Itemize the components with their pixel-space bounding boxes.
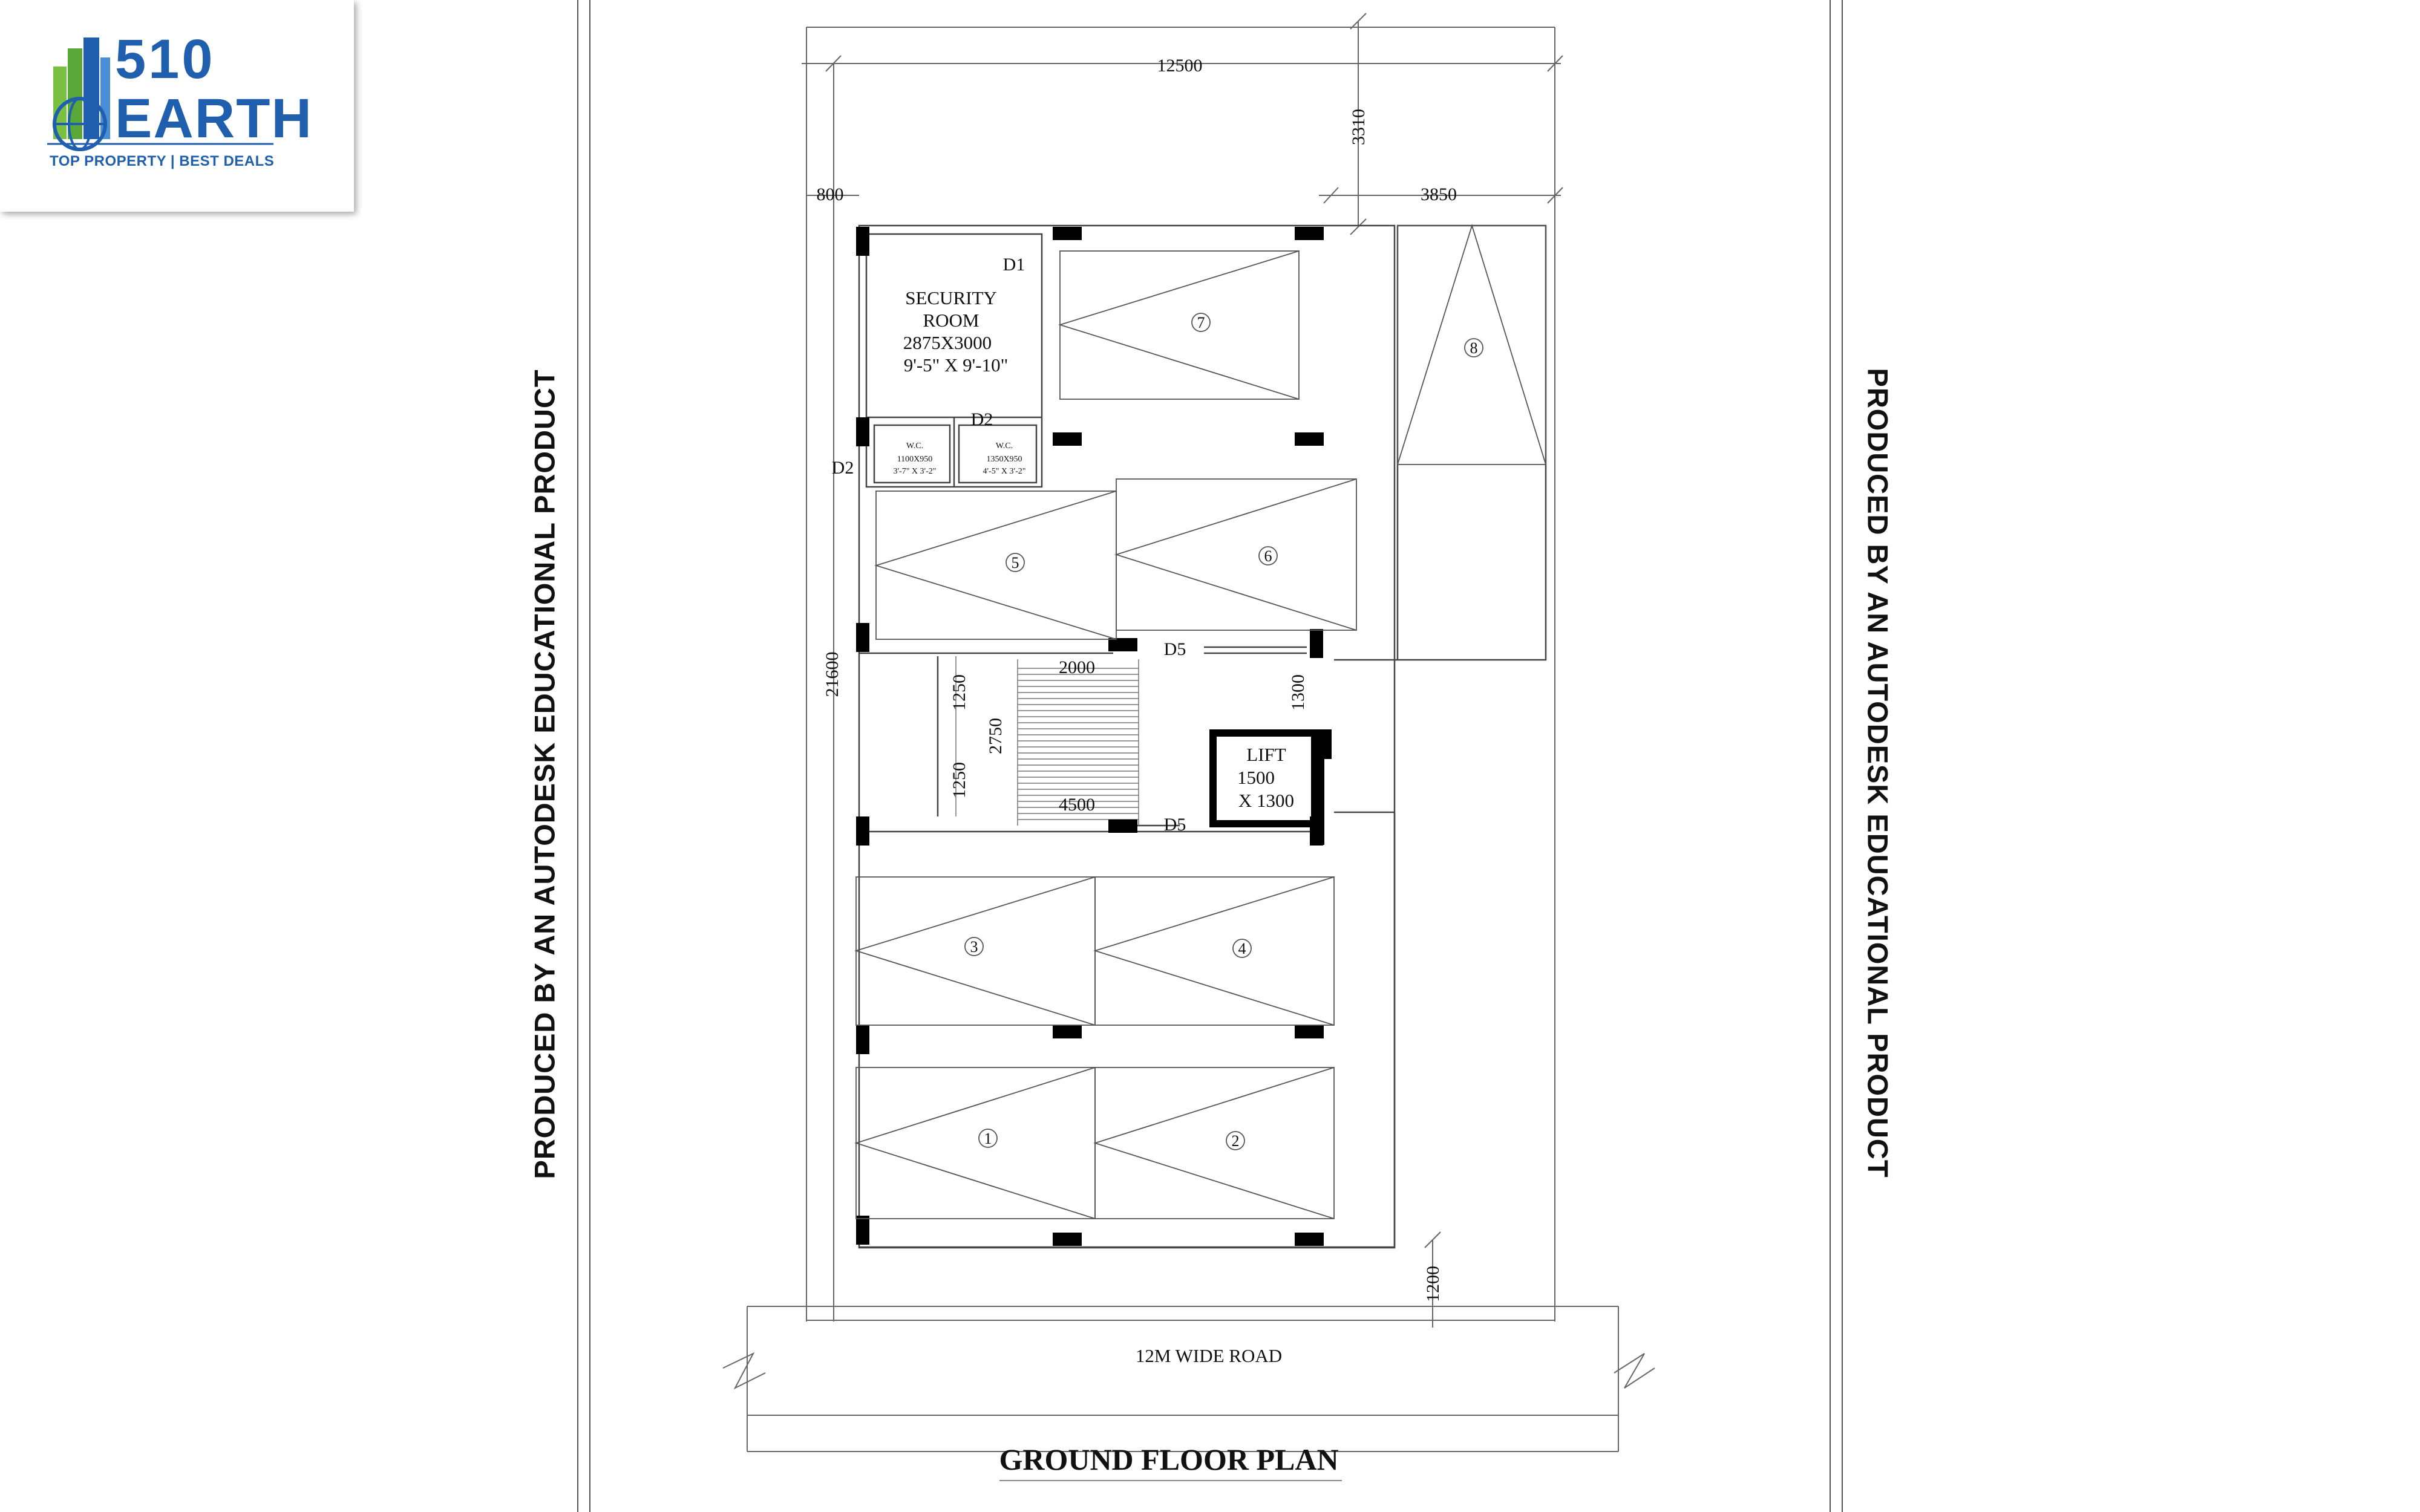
- parking-number-4: 4: [1238, 940, 1246, 957]
- wc2-imperial: 4'-5" X 3'-2": [983, 467, 1026, 476]
- door-d2-left: D2: [832, 458, 854, 478]
- brand-number: 510: [115, 28, 215, 90]
- parking-bay-7: [1058, 250, 1300, 400]
- dim-tick: [1350, 218, 1367, 235]
- parking-bay-8: [1397, 223, 1546, 465]
- dim-right-setback: 3850: [1421, 184, 1457, 204]
- door-d1: D1: [1003, 255, 1025, 275]
- parking-bay-2: [1093, 1067, 1335, 1219]
- wc1-size: 1100X950: [897, 455, 933, 464]
- dim-lift-gap: 1300: [1288, 674, 1308, 711]
- door-d5-top: D5: [1164, 639, 1186, 659]
- dim-stair-flight-b: 1250: [949, 762, 969, 798]
- brand-tagline: TOP PROPERTY | BEST DEALS: [50, 153, 275, 169]
- parking-bay-4: [1093, 876, 1335, 1026]
- wc1-imperial: 3'-7" X 3'-2": [894, 467, 937, 476]
- parking-number-7: 7: [1197, 314, 1205, 331]
- lift-label: LIFT: [1246, 744, 1286, 765]
- wc1-wall: [873, 424, 951, 484]
- wc2-wall: [958, 424, 1038, 484]
- lift-size-1: 1500: [1237, 767, 1275, 788]
- lift-size-2: X 1300: [1238, 790, 1294, 811]
- dim-stair-width: 2000: [1059, 657, 1095, 677]
- lift-shaft: [1209, 729, 1334, 845]
- dim-stair-flight-a: 1250: [949, 674, 969, 711]
- dim-road-setback: 1200: [1423, 1266, 1443, 1302]
- wc2-label: W.C.: [996, 442, 1013, 451]
- parking-number-5: 5: [1012, 554, 1019, 572]
- parking-number-3: 3: [970, 938, 978, 956]
- security-room-imperial: 9'-5" X 9'-10": [904, 354, 1009, 376]
- door-d2-top: D2: [971, 409, 993, 429]
- dim-overall-width: 12500: [1157, 56, 1203, 76]
- logo-card: 510 EARTH TOP PROPERTY | BEST DEALS: [0, 0, 354, 212]
- security-room-size: 2875X3000: [903, 332, 992, 353]
- road-label: 12M WIDE ROAD: [1136, 1345, 1282, 1366]
- parking-number-2: 2: [1232, 1132, 1240, 1150]
- road-break-right: [1614, 1353, 1655, 1389]
- road-break-left: [722, 1352, 766, 1390]
- parking-bay-1: [854, 1067, 1096, 1219]
- dim-left-setback: 800: [817, 184, 844, 204]
- parking-bay-5: [874, 490, 1117, 640]
- dim-tick: [1323, 187, 1339, 204]
- wc1-label: W.C.: [906, 442, 923, 451]
- parking-number-6: 6: [1264, 547, 1272, 565]
- dim-tick: [1424, 1231, 1441, 1248]
- dim-stair-length: 4500: [1059, 795, 1095, 815]
- wc2-size: 1350X950: [986, 455, 1022, 464]
- brand-word: EARTH: [115, 88, 313, 149]
- plan-title: GROUND FLOOR PLAN: [999, 1442, 1338, 1476]
- dim-front-setback: 3310: [1349, 109, 1369, 145]
- dim-tick: [1350, 13, 1367, 30]
- security-room-label-1: SECURITY: [905, 287, 997, 308]
- security-room-label-2: ROOM: [923, 310, 979, 331]
- dim-overall-depth: 21600: [822, 652, 842, 697]
- door-d5-bottom: D5: [1164, 815, 1186, 835]
- dim-tick: [1547, 55, 1563, 72]
- dim-tick: [825, 55, 842, 72]
- right-block-outline: [1396, 224, 1547, 661]
- parking-number-8: 8: [1470, 339, 1478, 357]
- staircase: [955, 656, 1139, 826]
- dim-stair-depth: 2750: [986, 718, 1006, 754]
- parking-number-1: 1: [984, 1130, 992, 1147]
- building-globe-icon: [47, 37, 273, 151]
- parking-bay-6: [1114, 478, 1357, 631]
- dim-tick: [1547, 187, 1563, 204]
